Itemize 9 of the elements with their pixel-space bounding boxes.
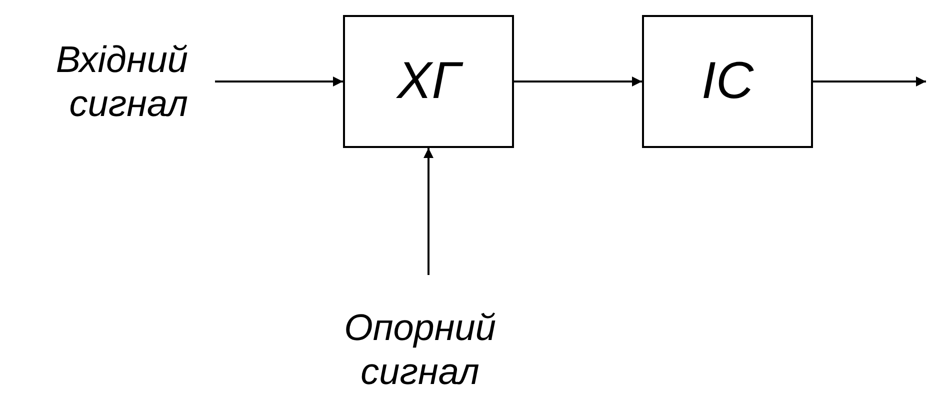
block-label: ІС [702,51,754,112]
arrow [424,148,434,275]
block-box [642,15,813,148]
signal-label: Опорний сигнал [343,306,497,394]
signal-label: Вхідний сигнал [54,38,189,126]
block-box [343,15,514,148]
arrow [215,76,343,86]
arrow [514,76,642,86]
arrow [813,76,926,86]
